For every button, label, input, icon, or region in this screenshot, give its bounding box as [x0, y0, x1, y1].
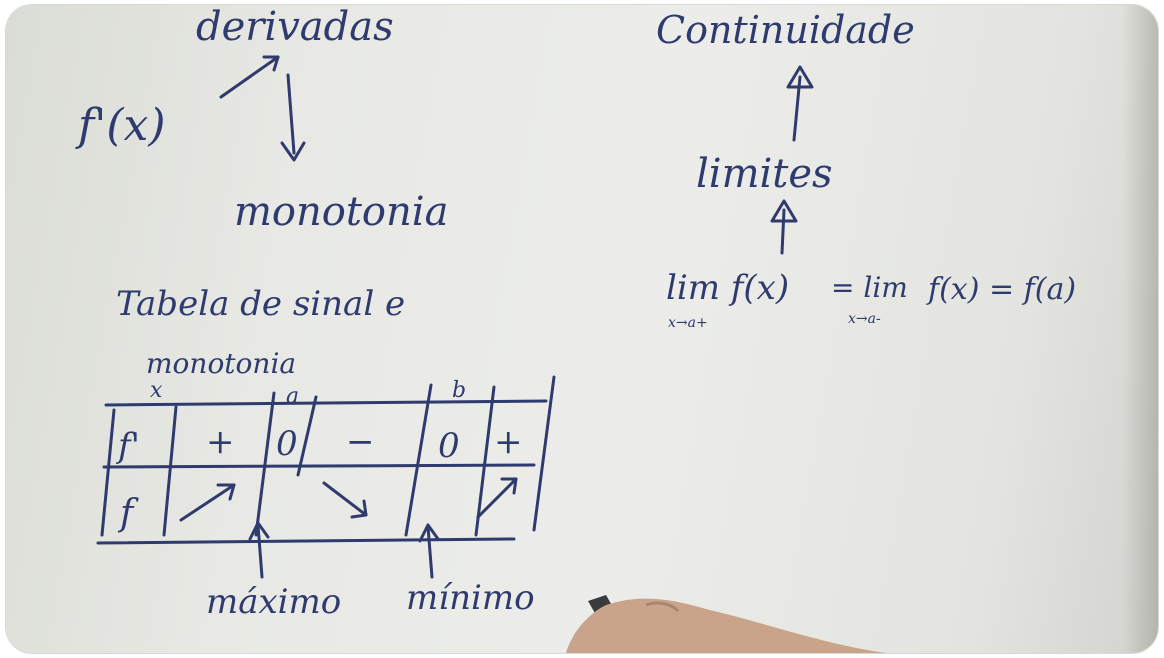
- formula-mid: = lim: [831, 271, 908, 304]
- increasing-arrow-icon: [476, 477, 518, 519]
- arrow-to-monotonia: [286, 73, 296, 155]
- table-cell-plus: +: [494, 422, 523, 462]
- table-cell-f: f: [117, 493, 139, 534]
- note-derivadas: derivadas: [196, 5, 394, 50]
- formula-right: f(x) = f(a): [926, 272, 1076, 307]
- note-monotonia: monotonia: [234, 189, 448, 235]
- formula-mid-sub: x→a-: [848, 311, 881, 327]
- table-cell-fprime: f': [115, 426, 140, 466]
- arrow-head-icon: [350, 499, 368, 519]
- arrow-head-icon: [500, 477, 518, 495]
- arrow-head-icon: [216, 483, 236, 501]
- note-tabela-line2: monotonia: [146, 347, 296, 380]
- arrow-head-icon: [280, 141, 306, 162]
- notebook-page-edge: [1122, 5, 1158, 653]
- sign-table: [96, 375, 556, 545]
- table-cell-plus: +: [206, 422, 235, 462]
- arrow-head-icon: [262, 55, 280, 72]
- table-cell-minus: −: [346, 422, 375, 462]
- table-cell-zero: 0: [438, 426, 460, 466]
- formula-left-sub: x→a+: [668, 315, 708, 331]
- arrow-to-minimo: [426, 525, 434, 579]
- handwritten-notes: derivadas f'(x) monotonia Tabela de sina…: [75, 5, 1076, 653]
- table-header-a: a: [286, 384, 299, 409]
- note-limites: limites: [696, 151, 833, 197]
- table-cell-zero: 0: [276, 424, 298, 464]
- arrow-head-icon: [248, 521, 270, 541]
- arrow-head-icon: [770, 199, 798, 223]
- note-continuidade: Continuidade: [656, 8, 915, 52]
- arrow-to-limites: [780, 208, 786, 255]
- formula-left: lim f(x): [666, 268, 789, 308]
- note-maximo: máximo: [206, 582, 341, 622]
- arrow-to-maximo: [256, 523, 264, 579]
- increasing-arrow-icon: [179, 483, 236, 522]
- table-header-b: b: [452, 378, 466, 403]
- note-minimo: mínimo: [406, 578, 535, 618]
- arrow-head-icon: [786, 65, 814, 89]
- note-tabela: Tabela de sinal e: [116, 284, 405, 324]
- table-header-x: x: [150, 378, 163, 403]
- hand-holding-pen: [566, 595, 886, 653]
- note-f-prime: f'(x): [75, 100, 166, 151]
- decreasing-arrow-icon: [322, 481, 368, 517]
- arrow-head-icon: [418, 523, 440, 543]
- arrow-to-derivadas: [219, 55, 280, 99]
- video-frame: derivadas f'(x) monotonia Tabela de sina…: [6, 5, 1158, 653]
